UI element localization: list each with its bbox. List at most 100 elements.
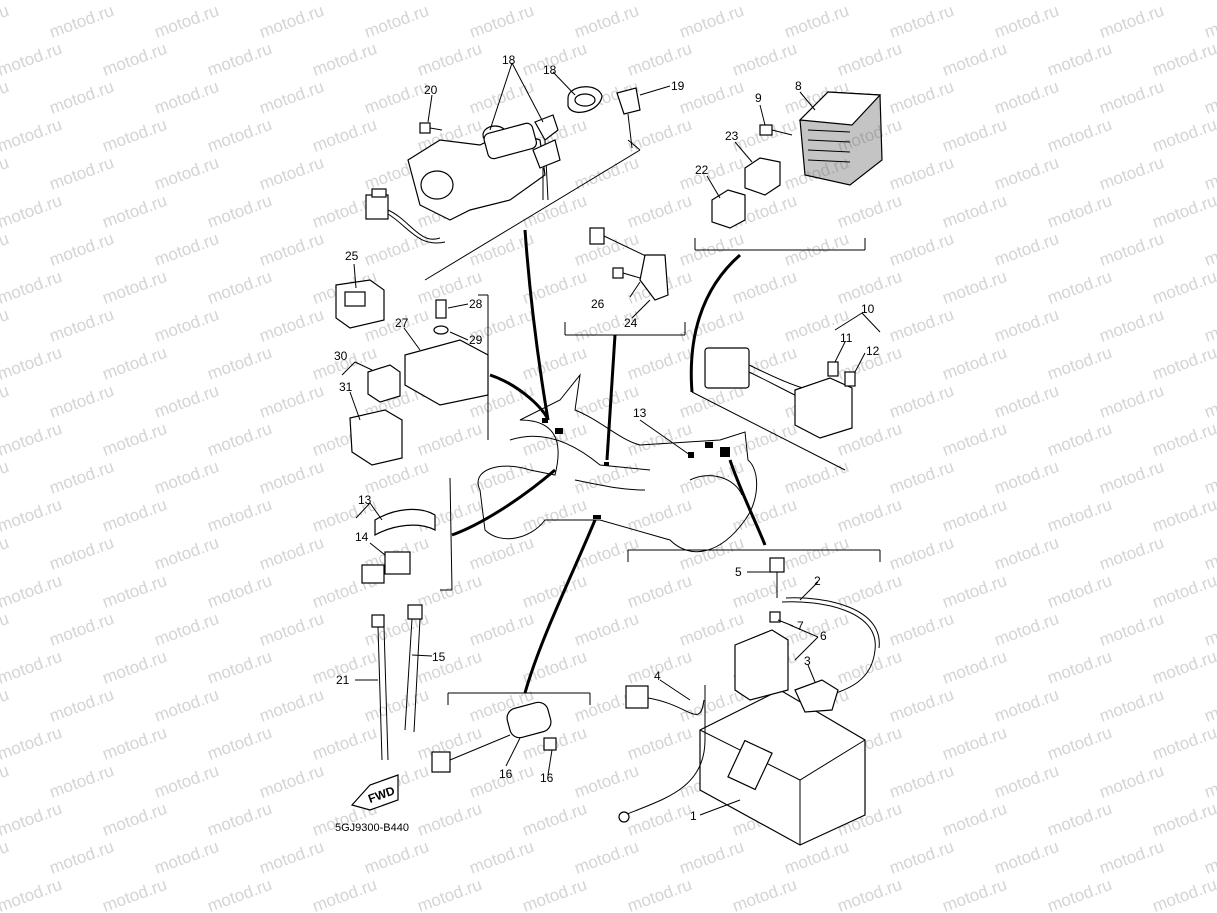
watermark-text: motod.ru: [625, 115, 695, 156]
motorcycle-outline: [477, 373, 758, 553]
callout-11: 11: [840, 331, 853, 345]
watermark-text: motod.ru: [1097, 381, 1167, 422]
watermark-text: motod.ru: [1202, 761, 1217, 802]
watermark-text: motod.ru: [625, 723, 695, 764]
watermark-text: motod.ru: [520, 647, 590, 688]
callout-30: 29: [469, 333, 483, 347]
watermark-text: motod.ru: [887, 77, 957, 118]
watermark-text: motod.ru: [1045, 39, 1115, 80]
watermark-text: motod.ru: [887, 837, 957, 878]
callout-21: 20: [424, 83, 438, 97]
watermark-text: motod.ru: [782, 533, 852, 574]
watermark-text: motod.ru: [1202, 305, 1217, 346]
watermark-text: motod.ru: [730, 495, 800, 536]
watermark-text: motod.ru: [362, 837, 432, 878]
watermark-text: motod.ru: [887, 533, 957, 574]
watermark-text: motod.ru: [205, 419, 275, 460]
callout-7: 7: [797, 619, 804, 633]
callout-6: 6: [820, 629, 827, 643]
watermark-text: motod.ru: [887, 761, 957, 802]
watermark-text: motod.ru: [940, 115, 1010, 156]
watermark-text: motod.ru: [257, 609, 327, 650]
watermark-text: motod.ru: [992, 609, 1062, 650]
watermark-text: motod.ru: [0, 609, 11, 650]
watermark-text: motod.ru: [677, 153, 747, 194]
watermark-text: motod.ru: [47, 761, 117, 802]
watermark-text: motod.ru: [47, 305, 117, 346]
callout-13-clamp: 13: [358, 493, 372, 507]
watermark-text: motod.ru: [940, 495, 1010, 536]
watermark-text: motod.ru: [520, 571, 590, 612]
watermark-text: motod.ru: [1202, 1, 1217, 42]
relay-group: [335, 279, 489, 466]
watermark-text: motod.ru: [152, 837, 222, 878]
watermark-text: motod.ru: [0, 799, 64, 840]
watermark-text: motod.ru: [940, 267, 1010, 308]
watermark-text: motod.ru: [205, 191, 275, 232]
sub-harness-group: [691, 347, 856, 471]
watermark-text: motod.ru: [992, 153, 1062, 194]
harness-clamp-group: [361, 477, 453, 591]
watermark-text: motod.ru: [0, 381, 11, 422]
callout-18: 18: [502, 53, 516, 67]
watermark-text: motod.ru: [730, 875, 800, 913]
watermark-text: motod.ru: [625, 571, 695, 612]
watermark-text: motod.ru: [1097, 457, 1167, 498]
watermark-text: motod.ru: [887, 381, 957, 422]
watermark-text: motod.ru: [992, 457, 1062, 498]
callout-20: 19: [671, 79, 685, 93]
watermark-text: motod.ru: [415, 799, 485, 840]
watermark-text: motod.ru: [257, 305, 327, 346]
watermark-text: motod.ru: [362, 685, 432, 726]
watermark-text: motod.ru: [1202, 229, 1217, 270]
watermark-text: motod.ru: [415, 39, 485, 80]
watermark-text: motod.ru: [940, 723, 1010, 764]
watermark-text: motod.ru: [887, 457, 957, 498]
watermark-text: motod.ru: [100, 875, 170, 913]
watermark-text: motod.ru: [0, 837, 11, 878]
watermark-text: motod.ru: [1097, 153, 1167, 194]
watermark-text: motod.ru: [1150, 343, 1217, 384]
watermark-text: motod.ru: [100, 647, 170, 688]
watermark-text: motod.ru: [677, 609, 747, 650]
watermark-text: motod.ru: [0, 571, 64, 612]
watermark-text: motod.ru: [0, 191, 64, 232]
callout-16: 16: [499, 767, 513, 781]
watermark-text: motod.ru: [625, 875, 695, 913]
watermark-text: motod.ru: [310, 115, 380, 156]
watermark-text: motod.ru: [257, 457, 327, 498]
watermark-text: motod.ru: [1150, 191, 1217, 232]
watermark-text: motod.ru: [520, 495, 590, 536]
watermark-text: motod.ru: [415, 571, 485, 612]
callout-leaders: [341, 62, 881, 816]
watermark-text: motod.ru: [1045, 799, 1115, 840]
watermark-text: motod.ru: [992, 837, 1062, 878]
watermark-text: motod.ru: [205, 39, 275, 80]
watermark-text: motod.ru: [0, 39, 64, 80]
watermark-text: motod.ru: [1097, 685, 1167, 726]
watermark-text: motod.ru: [1202, 457, 1217, 498]
callout-28: 27: [395, 316, 409, 330]
watermark-text: motod.ru: [0, 685, 11, 726]
watermark-text: motod.ru: [152, 153, 222, 194]
watermark-text: motod.ru: [257, 381, 327, 422]
watermark-text: motod.ru: [1202, 533, 1217, 574]
watermark-text: motod.ru: [887, 153, 957, 194]
watermark-text: motod.ru: [940, 571, 1010, 612]
watermark-text: motod.ru: [467, 1, 537, 42]
watermark-text: motod.ru: [257, 77, 327, 118]
watermark-text: motod.ru: [0, 77, 11, 118]
watermark-text: motod.ru: [47, 77, 117, 118]
watermark-text: motod.ru: [677, 77, 747, 118]
watermark-text: motod.ru: [0, 153, 11, 194]
watermark-text: motod.ru: [100, 419, 170, 460]
watermark-text: motod.ru: [0, 875, 64, 913]
callout-13-main: 13: [633, 406, 647, 420]
watermark-text: motod.ru: [572, 761, 642, 802]
watermark-text: motod.ru: [0, 0, 64, 4]
watermark-text: motod.ru: [1045, 191, 1115, 232]
watermark-text: motod.ru: [1097, 305, 1167, 346]
watermark-text: motod.ru: [572, 153, 642, 194]
watermark-text: motod.ru: [572, 381, 642, 422]
